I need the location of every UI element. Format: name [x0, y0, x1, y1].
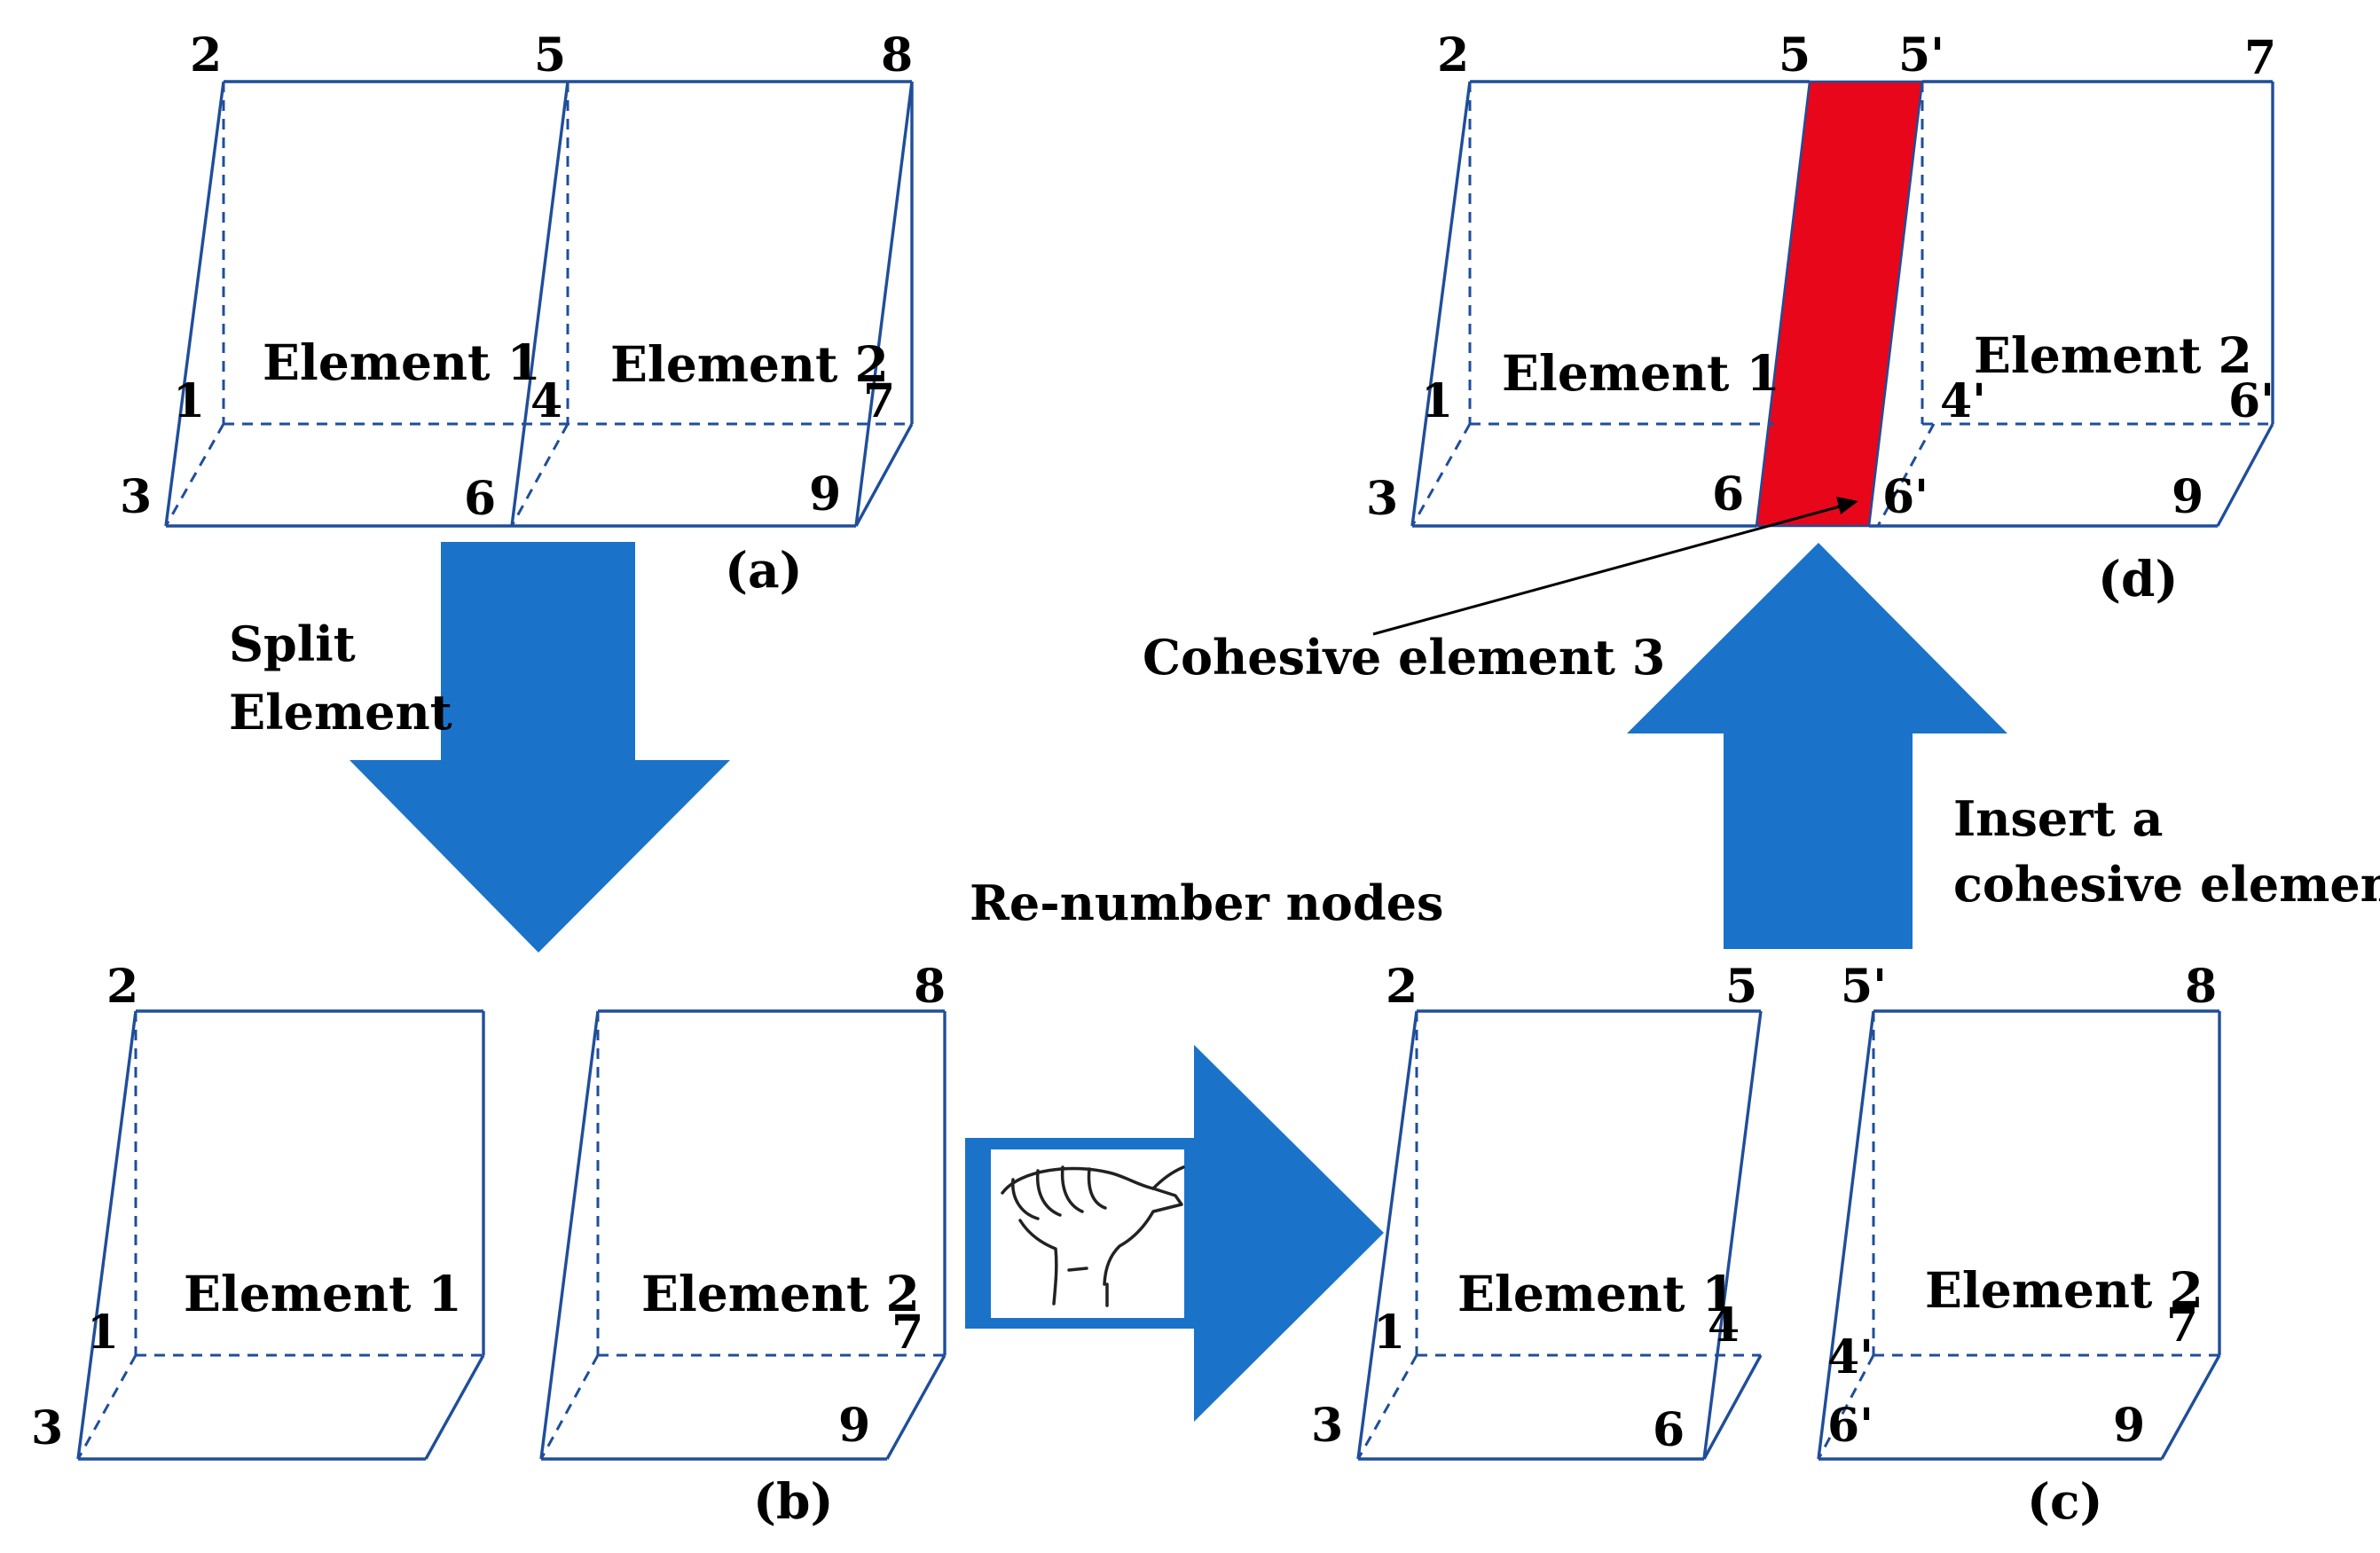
- panel-d-node-4-prime: 4': [1940, 374, 1986, 428]
- insert-step-label-line-1: Insert a: [1953, 790, 2163, 847]
- cohesive-element-3: [1755, 80, 1924, 528]
- panel-d-node-5-prime: 5': [1898, 28, 1944, 82]
- cohesive-element-label: Cohesive element 3: [1143, 629, 1665, 686]
- panel-b-node-7: 7: [892, 1306, 923, 1360]
- panel-d-node-8: 7: [2244, 31, 2276, 85]
- panel-a-node-1: 1: [173, 374, 205, 428]
- panel-d-node-5: 5: [1779, 28, 1811, 82]
- split-arrow-down: [350, 542, 730, 953]
- panel-a-node-8: 8: [881, 28, 913, 82]
- panel-c-element-2-label: Element 2: [1925, 1261, 2203, 1319]
- panel-b-node-2: 2: [106, 960, 138, 1014]
- panel-c-node-6-prime: 6': [1827, 1399, 1873, 1453]
- panel-b-element-2-edges: [539, 1009, 947, 1461]
- panel-a-caption: (a): [725, 541, 803, 599]
- panel-d-node-9: 9: [2172, 470, 2203, 524]
- insert-arrow-up: [1627, 543, 2007, 949]
- panel-b-node-1: 1: [87, 1306, 119, 1360]
- panel-d-edges: [1410, 80, 2274, 528]
- insert-step-label-line-2: cohesive element: [1953, 856, 2380, 913]
- panel-b: 2 1 3 8 7 9 Element 1 Element 2 (b): [31, 960, 947, 1530]
- panel-d-node-6: 6: [1712, 467, 1744, 522]
- panel-c-node-4-prime: 4': [1827, 1330, 1873, 1384]
- panel-a-node-2: 2: [190, 28, 222, 82]
- panel-a-element-2-label: Element 2: [610, 335, 889, 393]
- panel-d-caption: (d): [2098, 550, 2179, 608]
- panel-b-element-2-label: Element 2: [641, 1265, 920, 1322]
- panel-c-node-2: 2: [1386, 960, 1418, 1014]
- panel-a-edges: [164, 80, 914, 528]
- panel-d: 2 5 5' 7 1 4' 6' 3 6 6' 9 Element 1 Elem…: [1143, 28, 2276, 686]
- thumbs-up-hand-icon: [1001, 1165, 1185, 1307]
- panel-c-node-1: 1: [1373, 1306, 1405, 1360]
- panel-d-element-2-label: Element 2: [1974, 326, 2252, 384]
- renumber-arrow: [965, 1045, 1384, 1422]
- panel-c: 2 5 1 4 3 6 5' 8 4' 7 6' 9 Element 1 Ele…: [1311, 960, 2221, 1530]
- panel-c-node-7: 7: [2166, 1298, 2198, 1353]
- panel-c-node-8: 8: [2185, 960, 2217, 1014]
- panel-c-node-9: 9: [2113, 1399, 2145, 1453]
- panel-c-node-6: 6: [1653, 1403, 1685, 1457]
- panel-a-node-3: 3: [120, 470, 152, 524]
- panel-a-node-4: 4: [530, 374, 562, 428]
- panel-a: 2 5 8 1 4 7 3 6 9 Element 1 Element 2 (a…: [120, 28, 914, 599]
- panel-d-node-1: 1: [1421, 374, 1453, 428]
- panel-c-element-1-label: Element 1: [1457, 1265, 1736, 1322]
- panel-c-caption: (c): [2027, 1472, 2103, 1530]
- panel-d-node-6-prime: 6': [1882, 470, 1928, 524]
- panel-c-node-4: 4: [1708, 1298, 1740, 1353]
- cohesive-pointer-line: [1372, 504, 1844, 636]
- panel-a-node-7: 7: [863, 374, 895, 428]
- panel-a-node-6: 6: [464, 472, 496, 526]
- cohesive-pointer-arrowhead: [1836, 497, 1858, 514]
- panel-d-element-1-label: Element 1: [1502, 344, 1780, 402]
- panel-b-node-8: 8: [914, 960, 946, 1014]
- panel-d-node-2: 2: [1437, 28, 1469, 82]
- panel-c-node-5-prime: 5': [1841, 960, 1887, 1014]
- panel-c-node-5: 5: [1725, 960, 1757, 1014]
- panel-c-element-1-edges: [1356, 1009, 1763, 1461]
- panel-b-node-9: 9: [838, 1399, 870, 1453]
- panel-b-caption: (b): [753, 1472, 834, 1530]
- panel-d-node-3: 3: [1366, 472, 1398, 526]
- renumber-step-label: Re-number nodes: [970, 875, 1443, 931]
- panel-a-node-9: 9: [809, 467, 841, 522]
- split-step-label-line-2: Element: [229, 684, 452, 741]
- panel-a-node-5: 5: [534, 28, 566, 82]
- panel-c-element-2-edges: [1817, 1009, 2221, 1461]
- panel-b-element-1-edges: [76, 1009, 485, 1461]
- panel-a-element-1-label: Element 1: [263, 333, 541, 391]
- panel-c-node-3: 3: [1311, 1399, 1343, 1453]
- panel-b-node-3: 3: [31, 1401, 63, 1455]
- panel-d-node-7: 6': [2228, 374, 2274, 428]
- split-step-label-line-1: Split: [229, 616, 356, 672]
- panel-b-element-1-label: Element 1: [184, 1265, 462, 1322]
